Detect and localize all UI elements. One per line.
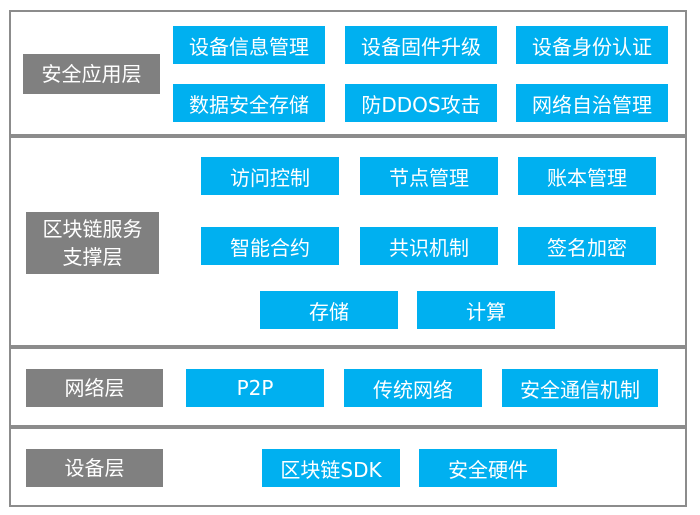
module-box: 节点管理 bbox=[360, 157, 498, 195]
layer-blockchain-service: 区块链服务 支撑层 访问控制 节点管理 账本管理 智能合约 共识机制 签名加密 … bbox=[9, 136, 687, 347]
module-box: 共识机制 bbox=[360, 227, 498, 265]
module-box: 传统网络 bbox=[344, 369, 482, 407]
module-box: 签名加密 bbox=[518, 227, 656, 265]
layer-device: 设备层 区块链SDK 安全硬件 bbox=[9, 427, 687, 507]
module-box: 设备信息管理 bbox=[173, 26, 325, 64]
module-box: 数据安全存储 bbox=[173, 84, 325, 122]
module-box: 区块链SDK bbox=[262, 449, 400, 487]
layer-security-application: 安全应用层 设备信息管理 设备固件升级 设备身份认证 数据安全存储 防DDOS攻… bbox=[9, 10, 687, 136]
module-box: 账本管理 bbox=[518, 157, 656, 195]
module-box: 防DDOS攻击 bbox=[345, 84, 497, 122]
module-box: 安全硬件 bbox=[419, 449, 557, 487]
layer-label: 设备层 bbox=[26, 449, 163, 487]
layer-label-text: 安全应用层 bbox=[41, 62, 142, 86]
module-box: 智能合约 bbox=[201, 227, 339, 265]
module-box: 计算 bbox=[417, 291, 555, 329]
layer-label: 安全应用层 bbox=[23, 54, 160, 94]
layer-label-text: 区块链服务 bbox=[42, 217, 143, 241]
module-box: P2P bbox=[186, 369, 324, 407]
module-box: 安全通信机制 bbox=[502, 369, 658, 407]
layer-label-text: 支撑层 bbox=[62, 245, 123, 269]
module-box: 存储 bbox=[260, 291, 398, 329]
layer-label-text: 网络层 bbox=[64, 376, 125, 400]
layer-label: 区块链服务 支撑层 bbox=[26, 212, 159, 274]
layer-label: 网络层 bbox=[26, 369, 163, 407]
layer-network: 网络层 P2P 传统网络 安全通信机制 bbox=[9, 347, 687, 427]
module-box: 访问控制 bbox=[201, 157, 339, 195]
module-box: 网络自治管理 bbox=[516, 84, 668, 122]
module-box: 设备固件升级 bbox=[345, 26, 497, 64]
layer-label-text: 设备层 bbox=[64, 456, 125, 480]
module-box: 设备身份认证 bbox=[516, 26, 668, 64]
